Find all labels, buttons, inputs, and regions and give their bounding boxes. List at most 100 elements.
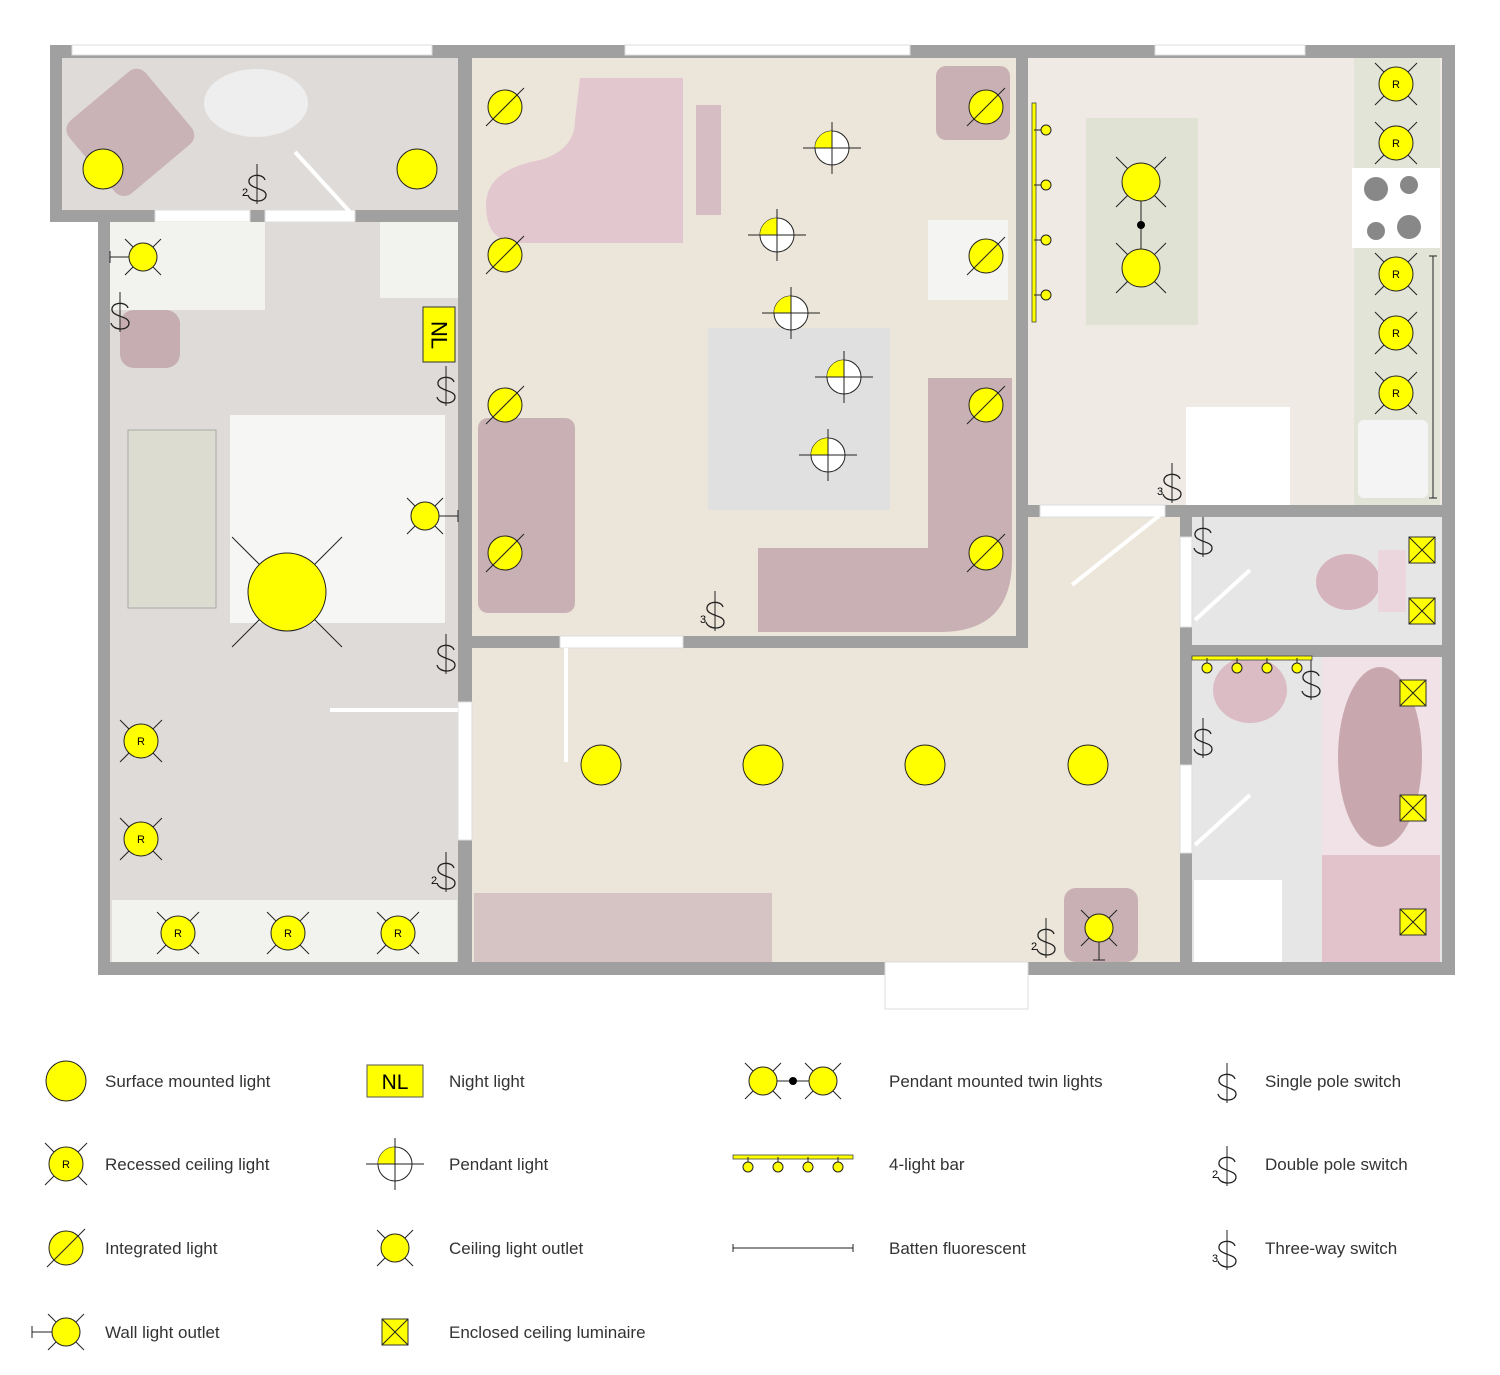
recessed-ceiling-light-icon: R xyxy=(44,1142,88,1186)
switch-digit: 3 xyxy=(1157,486,1163,498)
pendant-light-icon xyxy=(762,287,820,339)
switch-s xyxy=(110,302,130,330)
legend-label-ceiling-outlet: Ceiling light outlet xyxy=(449,1239,583,1258)
switch-digit: 3 xyxy=(700,614,706,626)
lamp-circle xyxy=(123,821,159,857)
sofa xyxy=(478,418,575,613)
double-pole-switch-icon: 2 xyxy=(1031,918,1056,958)
door-leaf xyxy=(293,150,352,214)
lamp-circle xyxy=(45,1060,87,1102)
legend-label-twin: Pendant mounted twin lights xyxy=(889,1072,1103,1091)
toilet-tank xyxy=(1378,550,1406,612)
switch-s xyxy=(1162,473,1182,501)
switch-digit: 3 xyxy=(1212,1253,1218,1265)
recessed-label: R xyxy=(62,1159,70,1171)
cabinet xyxy=(380,222,458,298)
recessed-ceiling-light-icon: R xyxy=(119,719,163,763)
integrated-light-icon xyxy=(966,385,1006,425)
bulb xyxy=(832,1161,844,1173)
surface-mounted-light-icon xyxy=(580,744,622,786)
lamp-circle xyxy=(396,148,438,190)
legend-label-wall-outlet: Wall light outlet xyxy=(105,1323,220,1342)
lamp-circle xyxy=(51,1317,81,1347)
enclosed-ceiling-luminaire-icon xyxy=(1408,536,1436,564)
lamp-circle xyxy=(1378,66,1414,102)
legend-label-three-way-switch: Three-way switch xyxy=(1265,1239,1397,1258)
window xyxy=(71,44,433,56)
pendant-quadrant xyxy=(378,1147,395,1164)
recessed-ceiling-light-icon: R xyxy=(1374,252,1418,296)
diagonal-line xyxy=(966,385,1006,425)
sectional-sofa xyxy=(758,378,1012,632)
kitchen-island xyxy=(1186,407,1290,505)
lamp-circle xyxy=(247,552,327,632)
burner xyxy=(1367,222,1385,240)
switch-s xyxy=(247,174,267,202)
pendant-light-icon xyxy=(803,122,861,174)
legend-label-bar: 4-light bar xyxy=(889,1155,965,1174)
enclosed-ceiling-luminaire-icon xyxy=(1399,908,1427,936)
switch-s xyxy=(1036,928,1056,956)
lamp-circle xyxy=(270,915,306,951)
doorway xyxy=(1179,764,1193,854)
living-rug xyxy=(708,328,890,510)
recessed-ceiling-light-icon: R xyxy=(156,911,200,955)
night-light-legend-symbol: NL xyxy=(366,1064,424,1098)
switch-s xyxy=(1217,1156,1237,1184)
legend-label-surface: Surface mounted light xyxy=(105,1072,271,1091)
bulb xyxy=(1040,289,1052,301)
single-pole-switch-icon xyxy=(110,292,130,332)
lamp-circle xyxy=(1378,125,1414,161)
rug xyxy=(127,429,217,609)
recessed-label: R xyxy=(1392,269,1400,281)
single-pole-switch-icon xyxy=(1193,517,1213,557)
legend-label-night: Night light xyxy=(449,1072,525,1091)
lamp-circle xyxy=(1378,375,1414,411)
doorway xyxy=(559,635,684,649)
furniture xyxy=(66,66,1440,962)
switch-s xyxy=(1193,728,1213,756)
symbol-line xyxy=(1399,908,1427,936)
burner xyxy=(1400,176,1418,194)
bulb xyxy=(802,1161,814,1173)
legend-icons: R 2 3 xyxy=(31,1060,1237,1351)
twin-dot xyxy=(1137,221,1145,229)
symbol-line xyxy=(381,1318,409,1346)
diagonal-line xyxy=(966,236,1006,276)
ceiling-light-outlet-icon xyxy=(231,536,343,648)
integrated-light-icon xyxy=(966,533,1006,573)
bulb xyxy=(1040,179,1052,191)
symbol-line xyxy=(1399,679,1427,707)
wall-light-outlet-icon xyxy=(406,497,459,535)
single-pole-switch-icon xyxy=(436,366,456,406)
lamp-circle xyxy=(380,915,416,951)
lamp-circle xyxy=(48,1146,84,1182)
coffee-table xyxy=(204,69,308,137)
legend-label-enclosed: Enclosed ceiling luminaire xyxy=(449,1323,646,1342)
enclosed-ceiling-luminaire-icon xyxy=(1399,794,1427,822)
recessed-label: R xyxy=(174,928,182,940)
recessed-ceiling-light-icon: R xyxy=(1374,121,1418,165)
recessed-ceiling-light-icon: R xyxy=(376,911,420,955)
lamp-circle xyxy=(742,744,784,786)
toilet xyxy=(1316,554,1380,610)
pendant-quadrant xyxy=(827,360,844,377)
switch-s xyxy=(436,862,456,890)
windows-doors xyxy=(71,44,1306,1010)
window xyxy=(624,44,911,56)
double-pole-switch-icon: 2 xyxy=(1212,1146,1237,1186)
legend-label-recessed: Recessed ceiling light xyxy=(105,1155,270,1174)
three-way-switch-icon: 3 xyxy=(1157,463,1182,503)
lamp-circle xyxy=(380,1233,410,1263)
symbol-line xyxy=(1408,597,1436,625)
switch-digit: 2 xyxy=(431,875,437,887)
four-light-bar-icon xyxy=(1191,655,1313,674)
diagonal-line xyxy=(966,533,1006,573)
kitchen-sink xyxy=(1358,420,1428,498)
window xyxy=(1154,44,1306,56)
pendant-mounted-twin-lights-icon xyxy=(1115,156,1167,294)
lamp-circle xyxy=(1121,162,1161,202)
lamp-circle xyxy=(580,744,622,786)
surface-mounted-light-icon xyxy=(396,148,438,190)
